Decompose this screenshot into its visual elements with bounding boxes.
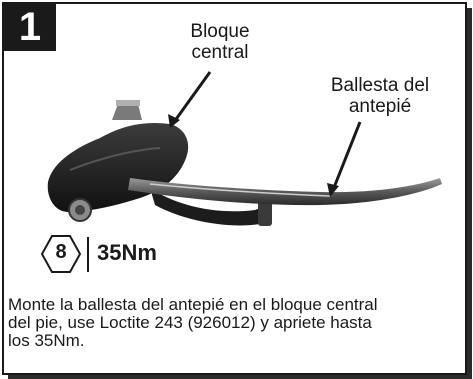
instruction-line3: los 35Nm. [8, 331, 85, 350]
hex-socket-icon [40, 235, 82, 273]
arrow-ballesta [331, 121, 362, 191]
torque-value: 35Nm [97, 240, 157, 265]
bloque-label-line1: Bloque [190, 21, 250, 42]
block-highlight [69, 147, 161, 171]
instruction-text: Monte la ballesta del antepié en el bloq… [8, 296, 460, 350]
ballesta-label-line1: Ballesta del [330, 75, 430, 96]
heel-spring [150, 188, 270, 226]
bloque-label-line2: central [191, 42, 249, 63]
step-number: 1 [18, 5, 42, 49]
panel-shadow-right [467, 8, 472, 377]
pyramid-adapter [112, 104, 142, 120]
bloque-central-label: Bloque central [190, 21, 250, 63]
arrow-bloque [172, 71, 212, 123]
forefoot-spring [128, 178, 442, 206]
heel-clamp [258, 200, 272, 226]
ballesta-label: Ballesta del antepié [325, 75, 435, 117]
step-number-badge: 1 [4, 4, 56, 51]
ballesta-label-line2: antepié [348, 96, 412, 117]
instruction-line2: del pie, use Loctite 243 (926012) y apri… [8, 313, 372, 332]
instruction-line1: Monte la ballesta del antepié en el bloq… [8, 295, 378, 314]
panel-shadow-bottom [8, 375, 472, 379]
hex-size-label: 8 [55, 241, 67, 263]
